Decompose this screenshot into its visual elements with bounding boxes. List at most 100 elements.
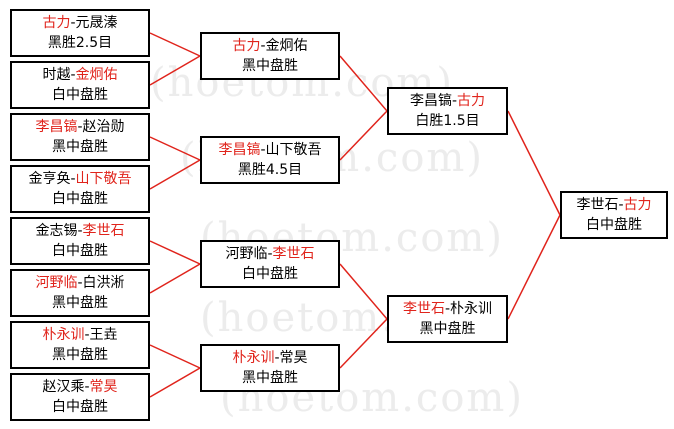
match-result: 黑中盘胜 bbox=[52, 347, 108, 363]
player-2-name: 元晟溱 bbox=[75, 15, 118, 31]
player-separator: - bbox=[84, 327, 90, 343]
player-1-name: 李昌镐 bbox=[409, 93, 452, 109]
player-2-name: 古力 bbox=[623, 197, 652, 213]
bracket-connector-line bbox=[149, 32, 201, 57]
bracket-connector-line bbox=[507, 110, 561, 216]
match-result: 白胜1.5目 bbox=[415, 113, 480, 129]
player-2-name: 常昊 bbox=[89, 379, 118, 395]
bracket-connector-line bbox=[149, 55, 201, 86]
bracket-connector-line bbox=[149, 344, 201, 369]
match-box: 李昌镐-古力白胜1.5目 bbox=[387, 87, 508, 135]
player-separator: - bbox=[77, 119, 83, 135]
match-players: 李世石-古力 bbox=[576, 195, 651, 215]
bracket-connector-line bbox=[507, 214, 561, 320]
match-box: 河野临-白洪淅黑中盘胜 bbox=[10, 269, 150, 317]
player-1-name: 时越 bbox=[42, 67, 71, 83]
match-box: 朴永训-王垚黑中盘胜 bbox=[10, 321, 150, 369]
match-box: 古力-元晟溱黑胜2.5目 bbox=[10, 9, 150, 57]
player-2-name: 常昊 bbox=[279, 350, 308, 366]
player-2-name: 李世石 bbox=[272, 246, 315, 262]
player-2-name: 山下敬吾 bbox=[75, 171, 132, 187]
player-separator: - bbox=[260, 38, 266, 54]
player-separator: - bbox=[451, 93, 458, 109]
match-box: 金亨奂-山下敬吾白中盘胜 bbox=[10, 165, 150, 213]
player-1-name: 李世石 bbox=[576, 197, 619, 213]
match-box: 李世石-朴永训黑中盘胜 bbox=[387, 295, 508, 343]
player-2-name: 赵治勋 bbox=[82, 119, 125, 135]
match-result: 白中盘胜 bbox=[52, 191, 108, 207]
match-players: 李世石-朴永训 bbox=[403, 299, 492, 319]
player-separator: - bbox=[274, 350, 280, 366]
player-1-name: 古力 bbox=[232, 38, 261, 54]
player-1-name: 朴永训 bbox=[232, 350, 275, 366]
match-players: 金亨奂-山下敬吾 bbox=[28, 169, 131, 189]
match-result: 黑中盘胜 bbox=[242, 370, 298, 386]
match-players: 河野临-李世石 bbox=[225, 244, 314, 264]
match-players: 李昌镐-古力 bbox=[410, 91, 485, 111]
bracket-connector-line bbox=[149, 263, 201, 294]
match-players: 时越-金炯佑 bbox=[42, 65, 117, 85]
player-2-name: 李世石 bbox=[82, 223, 125, 239]
player-1-name: 金志锡 bbox=[35, 223, 78, 239]
player-separator: - bbox=[77, 223, 83, 239]
match-box: 李昌镐-赵治勋黑中盘胜 bbox=[10, 113, 150, 161]
player-separator: - bbox=[70, 171, 76, 187]
match-box: 古力-金炯佑黑中盘胜 bbox=[200, 32, 340, 80]
player-1-name: 金亨奂 bbox=[28, 171, 71, 187]
match-result: 黑中盘胜 bbox=[242, 58, 298, 74]
match-players: 李昌镐-赵治勋 bbox=[35, 117, 124, 137]
match-players: 朴永训-王垚 bbox=[42, 325, 117, 345]
player-2-name: 金炯佑 bbox=[75, 67, 118, 83]
match-players: 古力-元晟溱 bbox=[42, 13, 117, 33]
match-box: 李世石-古力白中盘胜 bbox=[560, 191, 668, 239]
player-separator: - bbox=[267, 246, 273, 262]
player-1-name: 河野临 bbox=[225, 246, 268, 262]
player-2-name: 山下敬吾 bbox=[265, 142, 322, 158]
player-separator: - bbox=[260, 142, 266, 158]
player-2-name: 白洪淅 bbox=[82, 275, 125, 291]
player-separator: - bbox=[70, 67, 76, 83]
player-separator: - bbox=[618, 197, 624, 213]
match-result: 黑胜2.5目 bbox=[47, 35, 113, 51]
player-1-name: 李昌镐 bbox=[35, 119, 78, 135]
match-result: 黑胜4.5目 bbox=[237, 162, 303, 178]
match-result: 白中盘胜 bbox=[52, 399, 108, 415]
player-1-name: 朴永训 bbox=[42, 327, 85, 343]
match-box: 金志锡-李世石白中盘胜 bbox=[10, 217, 150, 265]
player-1-name: 赵汉乘 bbox=[42, 379, 85, 395]
match-box: 赵汉乘-常昊白中盘胜 bbox=[10, 373, 150, 421]
bracket-connector-line bbox=[339, 318, 388, 369]
bracket-connector-line bbox=[339, 110, 388, 161]
match-result: 黑中盘胜 bbox=[52, 139, 108, 155]
bracket-connector-line bbox=[149, 136, 201, 161]
match-result: 黑中盘胜 bbox=[52, 295, 108, 311]
bracket-connector-line bbox=[339, 55, 388, 112]
match-result: 白中盘胜 bbox=[242, 266, 298, 282]
match-players: 李昌镐-山下敬吾 bbox=[218, 140, 321, 160]
match-players: 古力-金炯佑 bbox=[232, 36, 307, 56]
match-box: 时越-金炯佑白中盘胜 bbox=[10, 61, 150, 109]
bracket-connector-line bbox=[339, 263, 388, 320]
bracket-connector-line bbox=[149, 367, 201, 398]
match-players: 朴永训-常昊 bbox=[232, 348, 307, 368]
player-separator: - bbox=[70, 15, 76, 31]
player-1-name: 河野临 bbox=[35, 275, 78, 291]
match-box: 朴永训-常昊黑中盘胜 bbox=[200, 344, 340, 392]
match-box: 河野临-李世石白中盘胜 bbox=[200, 240, 340, 288]
player-separator: - bbox=[77, 275, 83, 291]
player-2-name: 古力 bbox=[457, 93, 486, 109]
bracket-connector-line bbox=[149, 240, 201, 265]
bracket-connector-line bbox=[149, 159, 201, 190]
player-1-name: 古力 bbox=[42, 15, 71, 31]
player-1-name: 李昌镐 bbox=[218, 142, 261, 158]
player-separator: - bbox=[444, 301, 451, 317]
match-players: 赵汉乘-常昊 bbox=[42, 377, 117, 397]
player-separator: - bbox=[84, 379, 90, 395]
match-players: 金志锡-李世石 bbox=[35, 221, 124, 241]
match-result: 白中盘胜 bbox=[52, 87, 108, 103]
match-result: 白中盘胜 bbox=[52, 243, 108, 259]
player-2-name: 朴永训 bbox=[450, 301, 493, 317]
match-players: 河野临-白洪淅 bbox=[35, 273, 124, 293]
